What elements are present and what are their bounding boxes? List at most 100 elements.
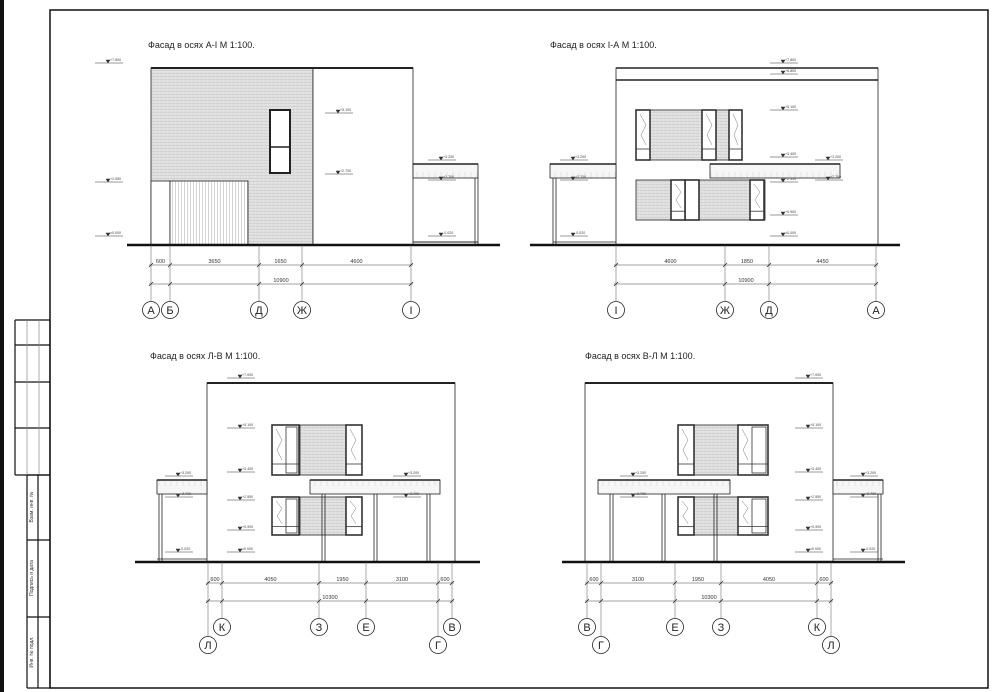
level-value: -0.020 xyxy=(443,231,453,235)
dimension-tick xyxy=(408,262,414,287)
level-value: +5.100 xyxy=(242,423,253,427)
dimension-line xyxy=(585,582,833,602)
dimension-value: 4600 xyxy=(350,259,362,265)
axis-marker xyxy=(867,301,885,319)
dimension-value: 600 xyxy=(819,577,828,583)
level-value: +2.550 xyxy=(110,177,121,181)
level-mark xyxy=(227,374,255,379)
glass-reflection xyxy=(674,183,682,209)
axis-marker xyxy=(712,618,730,636)
stamp-label: Взам. инв. № xyxy=(29,492,35,523)
canopy xyxy=(709,163,841,179)
level-value: +2.550 xyxy=(785,177,796,181)
facade-title: Фасад в осях Л-В М 1:100. xyxy=(150,351,260,361)
glass-reflection xyxy=(349,428,357,461)
axis-label: І xyxy=(614,305,617,317)
dimension-total: 10900 xyxy=(273,278,288,284)
dimension-line xyxy=(149,264,413,285)
facade-title: Фасад в осях І-А М 1:100. xyxy=(550,40,657,50)
axis-marker xyxy=(250,301,268,319)
level-mark xyxy=(95,178,123,183)
axis-marker xyxy=(666,618,684,636)
level-value: +2.700 xyxy=(408,492,419,496)
glass-reflection xyxy=(705,113,713,146)
level-value: +0.900 xyxy=(810,525,821,529)
canopy xyxy=(309,479,441,495)
dimension-tick xyxy=(828,580,834,604)
window xyxy=(749,179,765,221)
axis-label: К xyxy=(219,622,226,634)
axis-label: К xyxy=(814,622,821,634)
level-mark xyxy=(560,232,588,237)
window xyxy=(677,496,695,536)
level-value: ±0.000 xyxy=(242,547,253,551)
axis-marker xyxy=(808,618,826,636)
level-mark xyxy=(815,176,843,181)
glass-reflection xyxy=(275,500,283,524)
level-value: +5.100 xyxy=(785,105,796,109)
dimension-value: 3100 xyxy=(396,577,408,583)
level-mark xyxy=(227,526,255,531)
level-value: ±0.000 xyxy=(810,547,821,551)
level-value: +7.000 xyxy=(242,373,253,377)
dimension-value: 4050 xyxy=(264,577,276,583)
window-sash xyxy=(751,498,767,534)
facade-3-building xyxy=(156,382,456,563)
level-value: +3.400 xyxy=(810,467,821,471)
glass-reflection xyxy=(681,500,689,524)
dimension-line xyxy=(206,582,454,602)
dimension-value: 600 xyxy=(589,577,598,583)
level-mark xyxy=(770,211,798,216)
dimension-tick xyxy=(148,262,154,287)
glass-reflection xyxy=(349,500,357,524)
facade-1-building xyxy=(150,67,479,246)
level-mark xyxy=(165,493,193,498)
level-value: +3.400 xyxy=(785,152,796,156)
level-mark xyxy=(795,496,823,501)
axis-marker xyxy=(402,301,420,319)
level-mark xyxy=(795,424,823,429)
level-value: +3.200 xyxy=(408,471,419,475)
axis-label: В xyxy=(583,622,590,634)
stamp-label: Инв. № подл. xyxy=(29,636,35,667)
level-mark xyxy=(770,232,798,237)
window xyxy=(701,109,717,161)
axis-marker xyxy=(142,301,160,319)
dimension-value: 3650 xyxy=(208,259,220,265)
level-value: +2.700 xyxy=(635,492,646,496)
window xyxy=(345,496,363,536)
axis-label: Л xyxy=(827,640,834,652)
window xyxy=(670,179,686,221)
garage-door xyxy=(169,180,249,246)
dimension-tick xyxy=(205,580,211,604)
facade-title: Фасад в осях А-І М 1:100. xyxy=(148,40,255,50)
level-mark xyxy=(560,176,588,181)
dimension-value: 1950 xyxy=(692,577,704,583)
level-mark xyxy=(850,472,878,477)
axis-marker xyxy=(293,301,311,319)
axis-marker xyxy=(357,618,375,636)
level-mark xyxy=(227,468,255,473)
level-value: +3.200 xyxy=(830,155,841,159)
level-mark xyxy=(795,374,823,379)
level-value: -0.020 xyxy=(180,547,190,551)
level-mark xyxy=(428,156,456,161)
dimension-tick xyxy=(766,262,772,287)
level-mark xyxy=(95,59,123,64)
level-value: -0.020 xyxy=(865,547,875,551)
axis-label: Е xyxy=(671,622,678,634)
level-mark xyxy=(850,493,878,498)
level-value: +2.700 xyxy=(575,175,586,179)
dimension-tick xyxy=(613,262,619,287)
level-mark xyxy=(770,178,798,183)
level-mark xyxy=(795,468,823,473)
dimension-value: 4050 xyxy=(763,577,775,583)
axis-marker xyxy=(310,618,328,636)
dimension-tick xyxy=(598,580,604,604)
